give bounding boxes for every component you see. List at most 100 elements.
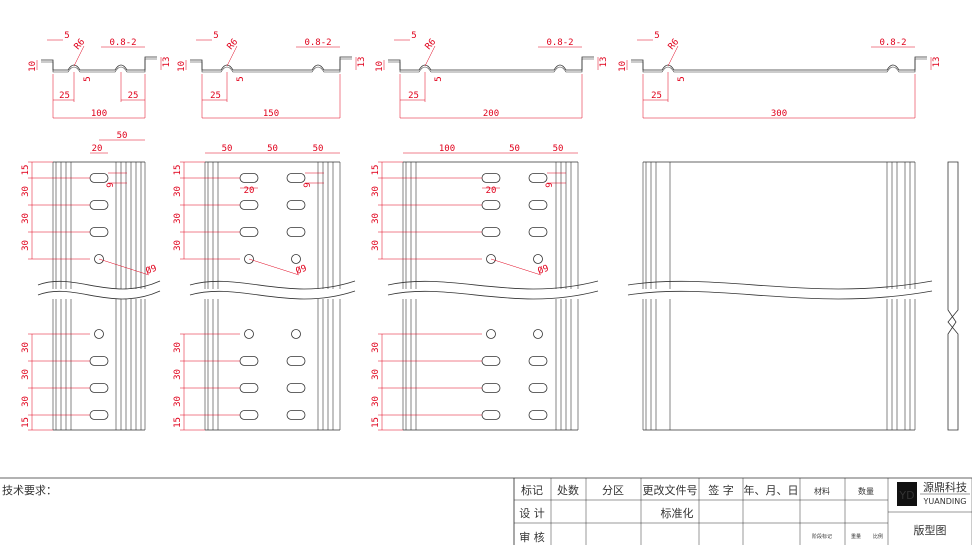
oblong-slot [528,227,548,237]
oblong-slot [89,383,109,393]
left-offset-dim-label: 25 [59,91,70,101]
break-line-upper [387,280,599,290]
groove-depth-dim-label: 5 [236,76,246,81]
company-logo: YD [898,489,914,502]
thickness-dim-label: 0.8-2 [546,38,573,48]
tb-header-cell: 标记 [521,483,543,497]
vertical-dim-label: 30 [21,186,31,197]
tb-header-cell: 更改文件号 [643,483,698,497]
vertical-dim-label: 15 [173,165,183,176]
leader-line [226,45,238,67]
oblong-slot [481,356,501,366]
break-line-lower [387,290,599,300]
hole-dia-label: Ø9 [294,263,308,277]
break-line-lower [627,290,933,300]
tb-scale-label: 比例 [873,533,883,540]
lip-dim-label: 5 [411,31,416,41]
tb-header-cell: 年、月、日 [744,483,799,497]
oblong-slot [481,173,501,183]
tb-header-cell: 处数 [557,484,579,497]
break-line-upper [189,280,356,290]
tb-standard-label: 标准化 [661,506,694,520]
oblong-slot [286,227,306,237]
groove-depth-dim-label: 5 [434,76,444,81]
slot-width-dim-label: 9 [303,182,313,187]
top-dim-label: 50 [117,131,128,141]
tb-stage-label: 阶段标记 [812,533,832,540]
title-block: 技术要求：标记处数分区更改文件号签 字年、月、日设 计标准化审 核材料数量阶段标… [0,477,972,545]
side-view [947,161,959,431]
radius-dim-label: R6 [226,37,241,52]
vertical-dim-label: 30 [173,186,183,197]
vertical-dim-label: 30 [173,369,183,380]
oblong-slot [286,173,306,183]
vertical-dim-label: 30 [371,342,381,353]
tb-review-label: 审 核 [519,530,545,544]
round-hole [291,254,301,264]
leader-line [73,45,85,67]
plan-view [627,161,959,431]
vertical-dim-label: 15 [21,417,31,428]
oblong-slot [239,200,259,210]
oblong-slot [239,410,259,420]
radius-dim-label: R6 [424,37,439,52]
round-hole [533,329,543,339]
lip-dim-label: 5 [654,31,659,41]
width-dim-label: 100 [91,109,107,119]
groove-depth-dim-label: 5 [83,76,93,81]
left-height-dim-label: 10 [375,61,385,72]
vertical-dim-label: 30 [173,240,183,251]
vertical-dim-label: 15 [371,417,381,428]
tb-material-label: 材料 [814,486,830,496]
round-hole [533,254,543,264]
thickness-dim-label: 0.8-2 [109,38,136,48]
oblong-slot [528,356,548,366]
thickness-dim-label: 0.8-2 [304,38,331,48]
top-dim-label: 50 [267,144,278,154]
slot-width-dim-label: 9 [545,182,555,187]
right-height-dim-label: 13 [932,57,942,68]
vertical-dim-label: 30 [21,369,31,380]
tb-quantity-label: 数量 [858,486,874,496]
top-dim-label: 50 [222,144,233,154]
leader-line [490,258,542,276]
vertical-dim-label: 30 [371,369,381,380]
vertical-dim-label: 30 [21,396,31,407]
right-height-dim-label: 13 [162,57,172,68]
vertical-dim-label: 30 [371,213,381,224]
right-offset-dim-label: 25 [128,91,139,101]
left-offset-dim-label: 25 [651,91,662,101]
profile-outline [41,56,157,71]
break-line-upper [37,280,161,290]
groove-depth-dim-label: 5 [677,76,687,81]
vertical-dim-label: 30 [21,342,31,353]
oblong-slot [89,356,109,366]
vertical-dim-label: 30 [371,186,381,197]
break-line-upper [627,280,933,290]
round-hole [94,254,104,264]
oblong-slot [481,200,501,210]
oblong-slot [286,200,306,210]
oblong-slot [89,227,109,237]
vertical-dim-label: 30 [173,213,183,224]
right-height-dim-label: 13 [599,57,609,68]
oblong-slot [481,410,501,420]
vertical-dim-label: 30 [173,342,183,353]
top-dim-label: 100 [439,144,455,154]
round-hole [486,329,496,339]
oblong-slot [286,356,306,366]
oblong-slot [528,173,548,183]
oblong-slot [481,383,501,393]
oblong-slot [239,383,259,393]
slot-length-dim-label: 20 [486,186,497,196]
round-hole [291,329,301,339]
vertical-dim-label: 30 [371,240,381,251]
profile-outline-inner [41,58,157,73]
right-height-dim-label: 13 [357,57,367,68]
slot-width-dim-label: 9 [106,182,116,187]
